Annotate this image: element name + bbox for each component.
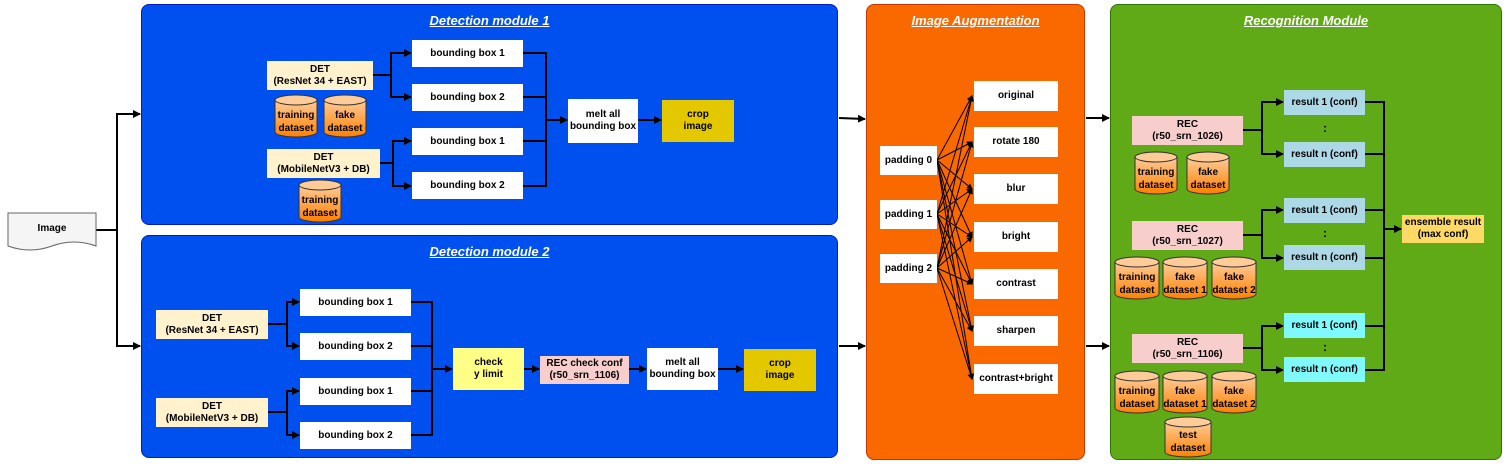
rec1-result-dots: : <box>1323 120 1327 135</box>
rec2-fake-dataset-1-cylinder: fake dataset 1 <box>1162 256 1208 300</box>
rec3-training-dataset-cylinder: training dataset <box>1114 370 1160 414</box>
aug-op-contrast: contrast <box>974 269 1058 299</box>
d1-bounding-box-1: bounding box 1 <box>412 40 523 67</box>
rec1-fake-dataset-label: fake dataset <box>1190 167 1226 191</box>
rec2-training-dataset-cylinder: training dataset <box>1114 256 1160 300</box>
rec-r50-srn-1027: REC (r50_srn_1027) <box>1132 221 1243 250</box>
padding-2: padding 2 <box>880 254 937 283</box>
d2-crop-image: crop image <box>744 349 816 391</box>
d1-bounding-box-3: bounding box 1 <box>412 128 523 155</box>
aug-op-sharpen: sharpen <box>974 316 1058 346</box>
d2-bounding-box-1: bounding box 1 <box>300 289 411 316</box>
rec2-training-dataset-label: training dataset <box>1118 272 1156 296</box>
d1-fake-dataset-label: fake dataset <box>327 110 363 134</box>
image-input-node: Image <box>7 212 97 252</box>
d2-bounding-box-4: bounding box 2 <box>300 422 411 449</box>
rec3-result-1: result 1 (conf) <box>1284 313 1365 338</box>
rec1-training-dataset-cylinder: training dataset <box>1134 151 1178 195</box>
rec3-test-dataset-cylinder: test dataset <box>1164 416 1212 458</box>
rec1-fake-dataset-cylinder: fake dataset <box>1186 151 1230 195</box>
d1-bounding-box-4: bounding box 2 <box>412 172 523 199</box>
d1-training-dataset-label: training dataset <box>277 110 315 134</box>
d2-bounding-box-2: bounding box 2 <box>300 333 411 360</box>
rec3-fake-dataset-1-cylinder: fake dataset 1 <box>1162 370 1208 414</box>
rec3-fake-dataset-1-label: fake dataset 1 <box>1163 386 1207 410</box>
document-shape-icon <box>7 212 97 251</box>
padding-0: padding 0 <box>880 146 937 175</box>
padding-1: padding 1 <box>880 200 937 229</box>
d1-det-resnet-east: DET (ResNet 34 + EAST) <box>267 61 373 90</box>
rec3-fake-dataset-2-cylinder: fake dataset 2 <box>1211 370 1257 414</box>
ensemble-result: ensemble result (max conf) <box>1402 215 1484 243</box>
detection-module-2-title: Detection module 2 <box>429 244 550 259</box>
rec2-fake-dataset-1-label: fake dataset 1 <box>1163 272 1207 296</box>
d2-bounding-box-3: bounding box 1 <box>300 378 411 405</box>
d2-rec-check-conf: REC check conf (r50_srn_1106) <box>540 356 629 384</box>
rec1-result-1: result 1 (conf) <box>1284 90 1365 115</box>
rec1-result-n: result n (conf) <box>1284 142 1365 167</box>
d1-melt-all-bounding-box: melt all bounding box <box>568 99 638 143</box>
rec3-result-n: result n (conf) <box>1284 357 1365 382</box>
recognition-module-title: Recognition Module <box>1243 13 1369 28</box>
rec2-result-dots: : <box>1323 225 1327 240</box>
d1-bounding-box-2: bounding box 2 <box>412 84 523 111</box>
image-augmentation-title: Image Augmentation <box>911 13 1040 28</box>
aug-op-contrast-bright: contrast+bright <box>974 364 1058 394</box>
d1-training-dataset-2-cylinder: training dataset <box>298 179 342 223</box>
d1-det-mobilenet-db: DET (MobileNetV3 + DB) <box>267 149 380 178</box>
rec-r50-srn-1106: REC (r50_srn_1106) <box>1132 334 1243 363</box>
rec1-training-dataset-label: training dataset <box>1137 167 1175 191</box>
detection-module-1-title: Detection module 1 <box>429 13 550 28</box>
rec3-result-dots: : <box>1323 339 1327 354</box>
image-input-label: Image <box>37 223 67 234</box>
rec-r50-srn-1026: REC (r50_srn_1026) <box>1132 116 1243 145</box>
d1-training-dataset-cylinder: training dataset <box>274 94 318 138</box>
d2-check-y-limit: check y limit <box>453 348 524 390</box>
d2-det-mobilenet-db: DET (MobileNetV3 + DB) <box>156 398 268 427</box>
rec3-test-dataset-label: test dataset <box>1170 430 1206 454</box>
d2-melt-all-bounding-box: melt all bounding box <box>647 348 718 390</box>
rec3-fake-dataset-2-label: fake dataset 2 <box>1212 386 1256 410</box>
aug-op-bright: bright <box>974 222 1058 252</box>
rec3-training-dataset-label: training dataset <box>1118 386 1156 410</box>
aug-op-rotate-180: rotate 180 <box>974 127 1058 157</box>
rec2-fake-dataset-2-cylinder: fake dataset 2 <box>1211 256 1257 300</box>
rec2-fake-dataset-2-label: fake dataset 2 <box>1212 272 1256 296</box>
rec2-result-1: result 1 (conf) <box>1284 198 1365 223</box>
d1-fake-dataset-cylinder: fake dataset <box>323 94 367 138</box>
d1-crop-image: crop image <box>662 100 734 142</box>
aug-op-blur: blur <box>974 174 1058 204</box>
rec2-result-n: result n (conf) <box>1284 245 1365 270</box>
d2-det-resnet-east: DET (ResNet 34 + EAST) <box>156 310 268 339</box>
d1-training-dataset-2-label: training dataset <box>301 195 339 219</box>
aug-op-original: original <box>974 81 1058 111</box>
